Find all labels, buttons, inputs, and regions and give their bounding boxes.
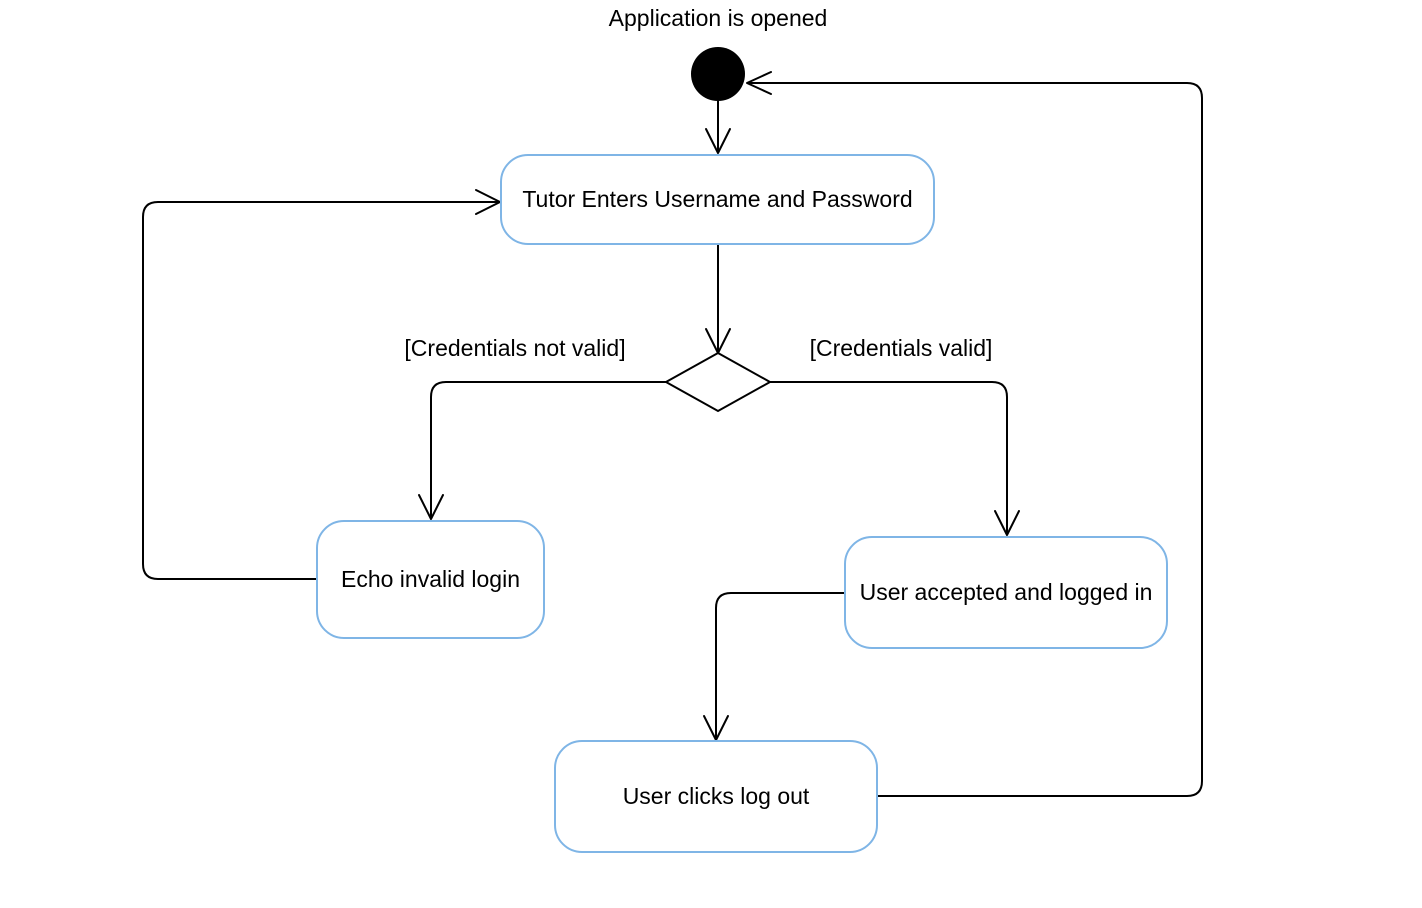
guard-not-valid-label: [Credentials not valid] [404, 335, 626, 361]
state-log-out-label: User clicks log out [622, 783, 810, 809]
initial-node [691, 47, 745, 101]
arrowhead-start [746, 71, 772, 95]
state-enter-credentials-label: Tutor Enters Username and Password [522, 186, 913, 212]
state-invalid-login: Echo invalid login [316, 520, 545, 639]
state-invalid-login-label: Echo invalid login [340, 566, 520, 592]
edge-decision-to-logged-in [770, 381, 1008, 535]
edge-logout-to-start [747, 82, 1203, 797]
decision-node [663, 351, 773, 413]
arrowhead-logged-in [994, 510, 1020, 536]
start-label: Application is opened [608, 5, 828, 31]
state-logged-in: User accepted and logged in [844, 536, 1168, 649]
state-logged-in-label: User accepted and logged in [859, 579, 1153, 605]
state-enter-credentials: Tutor Enters Username and Password [500, 154, 935, 245]
guard-valid-label: [Credentials valid] [809, 335, 993, 361]
arrowhead-enter [705, 128, 731, 154]
edge-logged-in-to-logout [715, 592, 845, 740]
edge-decision-to-invalid [430, 381, 666, 519]
edge-invalid-to-enter [142, 201, 500, 580]
arrowhead-invalid [418, 494, 444, 520]
state-log-out: User clicks log out [554, 740, 878, 853]
